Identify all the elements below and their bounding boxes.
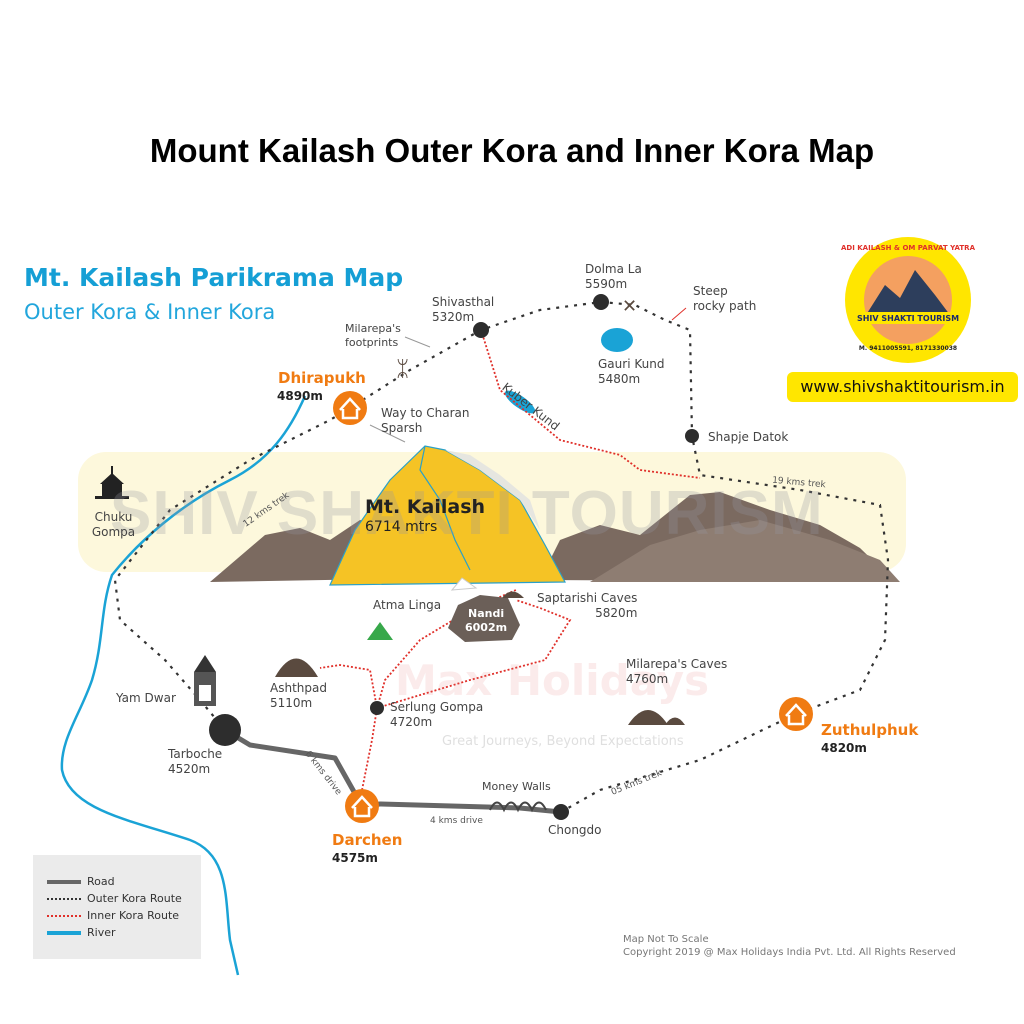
kuber-kund-lake bbox=[504, 390, 536, 414]
watermark-text: SHIV SHAKTI TOURISM bbox=[110, 479, 824, 548]
atma-linga-icon bbox=[450, 577, 478, 591]
milarepa-cave-icon bbox=[628, 710, 685, 725]
legend-outer-kora: Outer Kora Route bbox=[47, 892, 182, 905]
page-title: Mount Kailash Outer Kora and Inner Kora … bbox=[149, 132, 875, 169]
legend-inner-kora: Inner Kora Route bbox=[47, 909, 179, 922]
waypoint-dots bbox=[209, 294, 699, 820]
saptarishi-cave-icon bbox=[502, 591, 524, 598]
label-chongdo: Chongdo bbox=[548, 823, 602, 837]
chuku-gompa-icon bbox=[95, 466, 129, 499]
house-icon bbox=[779, 697, 813, 731]
rocky-path-icon: ✕ bbox=[622, 296, 637, 317]
alt-mt-kailash: 6714 mtrs bbox=[365, 519, 438, 535]
brand-watermark: Max Holidays bbox=[395, 656, 710, 705]
label-zuthulphuk: Zuthulphuk bbox=[821, 721, 919, 739]
brand-tagline: Great Journeys, Beyond Expectations bbox=[442, 734, 684, 749]
label-chuku-gompa: Chuku Gompa bbox=[91, 510, 136, 539]
alt-dhirapukh: 4890m bbox=[277, 389, 323, 403]
house-icon bbox=[333, 391, 367, 425]
money-walls-icon bbox=[489, 801, 547, 813]
label-shapje-datok: Shapje Datok bbox=[708, 430, 789, 444]
label-atma-linga: Atma Linga bbox=[373, 598, 442, 612]
outer-kora-route bbox=[113, 300, 890, 813]
label-dhirapukh: Dhirapukh bbox=[278, 369, 366, 387]
svg-text:M. 9411005591, 8171330038: M. 9411005591, 8171330038 bbox=[859, 345, 957, 352]
nandi-rock bbox=[448, 595, 520, 642]
alt-darchen: 4575m bbox=[332, 851, 378, 865]
distance-4km: 4 kms drive bbox=[430, 816, 483, 826]
footprints-icon: ᛯ bbox=[396, 357, 409, 382]
label-money-walls: Money Walls bbox=[482, 780, 551, 793]
yam-dwar-icon bbox=[194, 655, 216, 706]
legend: Road Outer Kora Route Inner Kora Route R… bbox=[33, 855, 201, 959]
label-darchen: Darchen bbox=[332, 831, 403, 849]
label-mt-kailash: Mt. Kailash bbox=[365, 496, 486, 518]
website-link[interactable]: www.shivshaktitourism.in bbox=[787, 372, 1018, 402]
shiv-shakti-logo: SHIV SHAKTI TOURISM ADI KAILASH & OM PAR… bbox=[841, 237, 976, 363]
label-charan-sparsh: Way to Charan Sparsh bbox=[381, 406, 470, 435]
svg-text:SHIV SHAKTI TOURISM: SHIV SHAKTI TOURISM bbox=[857, 314, 959, 323]
svg-text:ADI KAILASH & OM PARVAT YATRA: ADI KAILASH & OM PARVAT YATRA bbox=[841, 244, 976, 252]
inner-kora-route bbox=[319, 329, 701, 791]
gauri-kund-lake bbox=[601, 328, 633, 352]
tent-icon bbox=[367, 622, 393, 640]
map-subtitle: Outer Kora & Inner Kora bbox=[24, 300, 276, 324]
legend-river: River bbox=[47, 926, 116, 939]
house-icon bbox=[345, 789, 379, 823]
label-yam-dwar: Yam Dwar bbox=[116, 691, 176, 705]
map-title: Mt. Kailash Parikrama Map bbox=[24, 263, 404, 292]
ashthpad-cave-icon bbox=[275, 658, 318, 677]
legend-road: Road bbox=[47, 875, 115, 888]
alt-zuthulphuk: 4820m bbox=[821, 741, 867, 755]
mountain-range-far bbox=[590, 520, 900, 582]
label-milarepa-footprints: Milarepa's footprints bbox=[345, 322, 401, 349]
river bbox=[60, 395, 307, 976]
label-steep-path: Steep rocky path bbox=[693, 284, 757, 313]
